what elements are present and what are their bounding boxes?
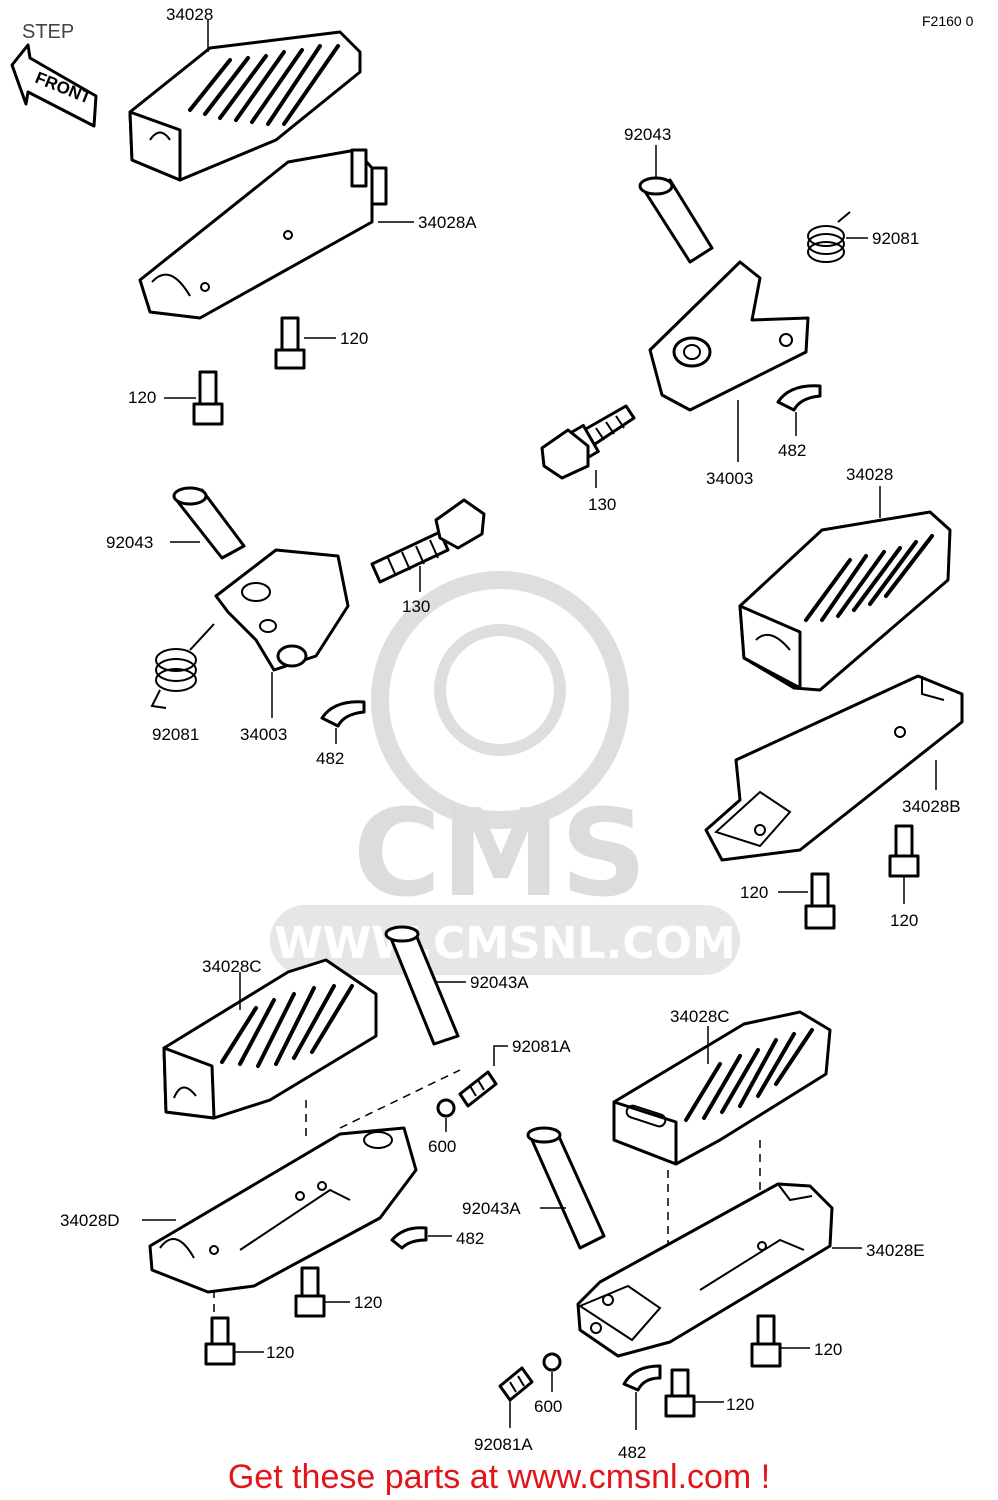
label-120-f: 120	[266, 1343, 294, 1362]
spring-92081-right	[807, 211, 851, 263]
label-482-bottom: 482	[618, 1443, 646, 1462]
watermark: CMS WWW.CMSNL.COM	[270, 571, 740, 975]
clip-482-left	[320, 700, 366, 728]
watermark-url: WWW.CMSNL.COM	[274, 918, 736, 969]
label-482-right: 482	[778, 441, 806, 460]
label-120-e: 120	[354, 1293, 382, 1312]
bolt-120-g	[750, 1314, 782, 1368]
footer-link[interactable]: Get these parts at www.cmsnl.com !	[228, 1458, 770, 1496]
label-34028A: 34028A	[418, 213, 477, 232]
label-130-right: 130	[588, 495, 616, 514]
pin-92043-left	[172, 486, 246, 560]
step-holder-34003-right	[648, 260, 810, 412]
spring-92081-left	[150, 623, 215, 709]
bolt-120-e	[294, 1266, 326, 1318]
label-600-lower: 600	[534, 1397, 562, 1416]
label-34028E: 34028E	[866, 1241, 925, 1260]
ball-600-lower	[542, 1352, 562, 1372]
step-bracket-34028B	[704, 674, 964, 862]
label-130-left: 130	[402, 597, 430, 616]
label-34028-top: 34028	[166, 5, 213, 24]
spring-92081A-top	[458, 1070, 498, 1108]
label-92081A-lower: 92081A	[474, 1435, 533, 1454]
bolt-120-c	[804, 872, 836, 930]
label-120-c: 120	[740, 883, 768, 902]
label-120-a: 120	[340, 329, 368, 348]
step-rubber-34028-right	[738, 510, 952, 692]
label-34028C-left: 34028C	[202, 957, 262, 976]
step-bracket-34028A	[138, 148, 388, 320]
label-92043A-lower: 92043A	[462, 1199, 521, 1218]
page-title: STEP	[22, 21, 74, 43]
step-bracket-34028D	[148, 1126, 418, 1294]
bolt-130-right	[540, 404, 636, 480]
label-120-g: 120	[814, 1340, 842, 1359]
pin-92043-right	[638, 176, 714, 264]
clip-482-bottom	[622, 1364, 662, 1392]
step-rubber-34028C-left	[162, 958, 378, 1120]
label-482-left: 482	[316, 749, 344, 768]
label-120-d: 120	[890, 911, 918, 930]
label-34003-right: 34003	[706, 469, 753, 488]
pin-92043A-top	[384, 925, 460, 1046]
label-34028B: 34028B	[902, 797, 961, 816]
label-92081-right: 92081	[872, 229, 919, 248]
step-holder-34003-left	[214, 548, 350, 672]
label-120-b: 120	[128, 388, 156, 407]
label-34028-right: 34028	[846, 465, 893, 484]
label-92081-left: 92081	[152, 725, 199, 744]
spring-92081A-lower	[498, 1366, 534, 1402]
label-92043-right: 92043	[624, 125, 671, 144]
step-bracket-34028E	[576, 1182, 834, 1358]
label-92043-left: 92043	[106, 533, 153, 552]
bolt-120-f	[204, 1316, 236, 1366]
ball-600-top	[436, 1098, 456, 1118]
bolt-120-d	[888, 824, 920, 878]
label-482-lower: 482	[456, 1229, 484, 1248]
step-rubber-34028C-right	[612, 1010, 832, 1166]
bolt-120-b	[192, 370, 224, 426]
label-34003-left: 34003	[240, 725, 287, 744]
step-rubber-34028-top	[128, 30, 362, 182]
front-arrow-icon: FRONT	[10, 43, 98, 128]
label-92081A-top: 92081A	[512, 1037, 571, 1056]
label-34028C-right: 34028C	[670, 1007, 730, 1026]
label-600-top: 600	[428, 1137, 456, 1156]
bolt-120-h	[664, 1368, 696, 1418]
diagram-code: F2160 0	[922, 13, 974, 29]
label-92043A-top: 92043A	[470, 973, 529, 992]
pin-92043A-lower	[526, 1126, 606, 1250]
label-120-h: 120	[726, 1395, 754, 1414]
bolt-130-left	[370, 498, 486, 584]
watermark-brand: CMS	[353, 785, 647, 924]
bolt-120-a	[274, 316, 306, 370]
clip-482-lower	[390, 1226, 428, 1250]
label-34028D: 34028D	[60, 1211, 120, 1230]
clip-482-right	[776, 384, 822, 412]
